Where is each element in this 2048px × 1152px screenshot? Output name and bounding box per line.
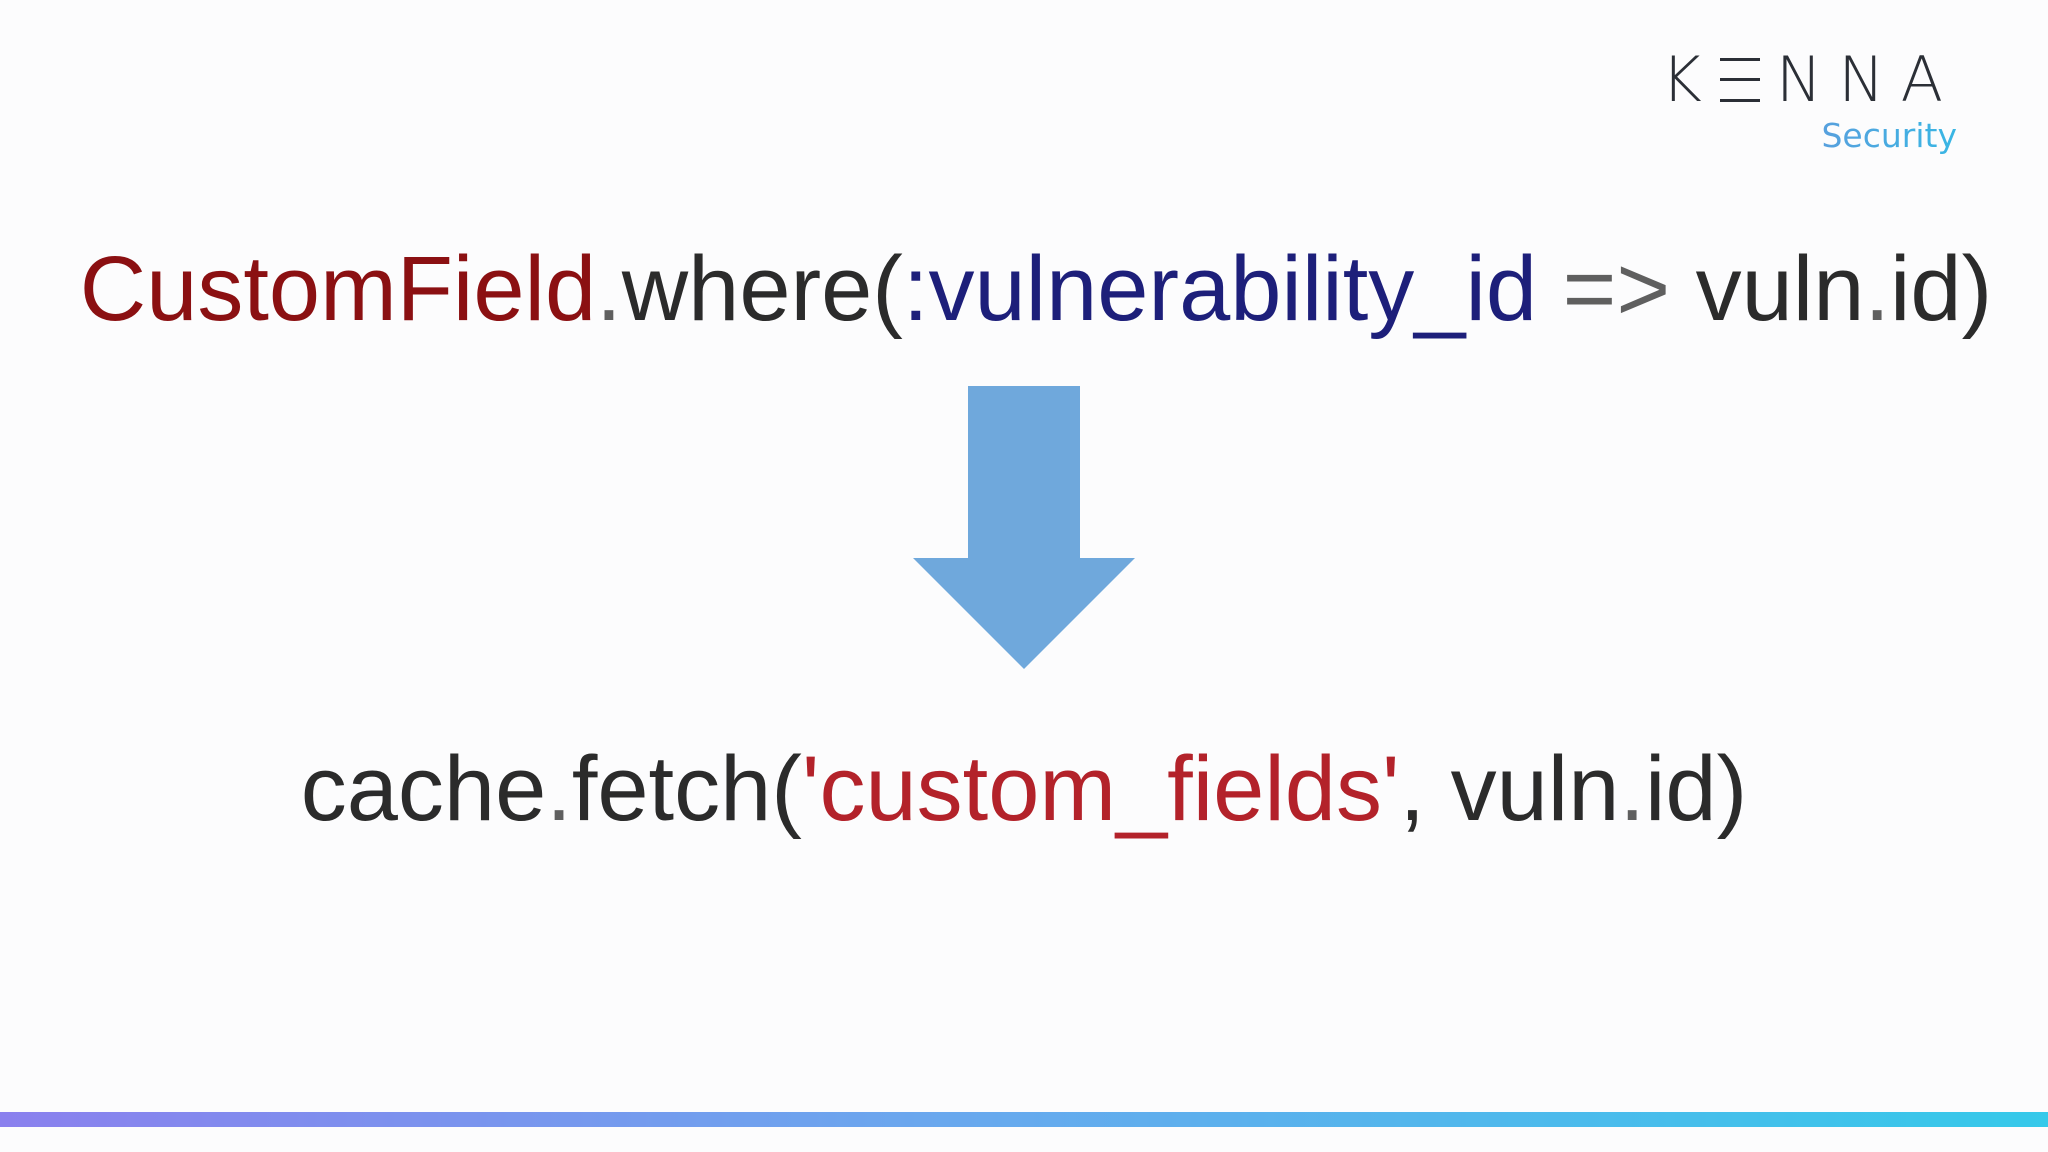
down-arrow-icon (913, 386, 1135, 669)
code-receiver: cache (300, 738, 547, 840)
code-symbol: :vulnerability_id (902, 238, 1538, 340)
code-dot: . (596, 238, 622, 340)
code-method: fetch( (571, 738, 802, 840)
code-before: CustomField.where(:vulnerability_id => v… (12, 243, 2048, 335)
logo-letters-nna: NNA (1775, 43, 1959, 116)
gradient-footer-bar (0, 1112, 2048, 1127)
logo-e-glyph-icon (1719, 58, 1760, 102)
code-arg-attr: id) (1644, 738, 1748, 840)
code-comma: , (1399, 738, 1451, 840)
code-operator: => (1537, 238, 1696, 340)
code-class-name: CustomField (79, 238, 597, 340)
code-dot: . (546, 738, 572, 840)
code-arg-attr: id) (1889, 238, 1993, 340)
code-arg-object: vuln (1450, 738, 1620, 840)
logo-wordmark: K NNA (1661, 43, 1959, 116)
code-method: where( (621, 238, 903, 340)
logo-letter-k: K (1661, 43, 1718, 116)
code-arg-object: vuln (1695, 238, 1865, 340)
code-arg-dot: . (1619, 738, 1645, 840)
code-after: cache.fetch('custom_fields', vuln.id) (0, 743, 2048, 835)
code-arg-dot: . (1864, 238, 1890, 340)
kenna-security-logo: K NNA Security (1661, 43, 1959, 156)
logo-tagline: Security (1661, 116, 1957, 155)
code-string: 'custom_fields' (801, 738, 1400, 840)
